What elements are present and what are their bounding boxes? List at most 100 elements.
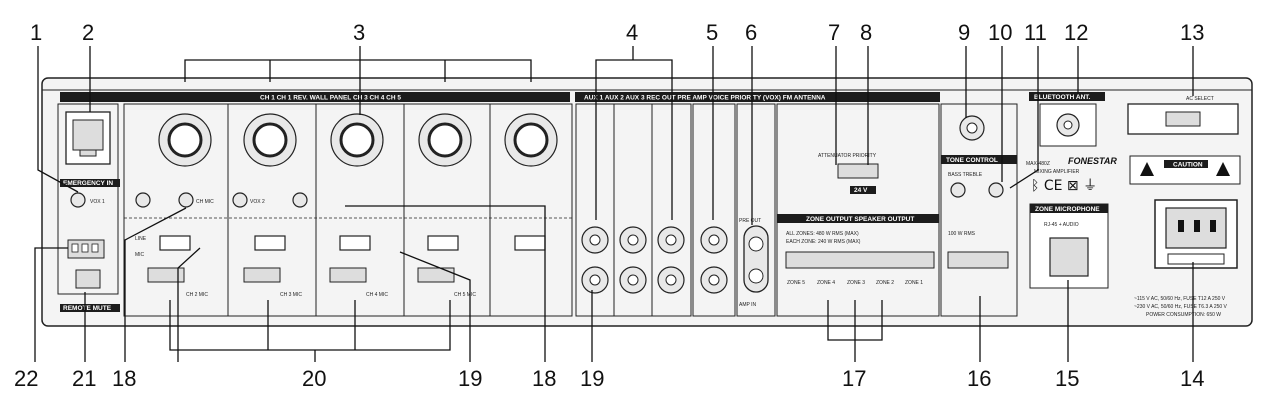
bass-knob (950, 182, 966, 198)
callout-19: 19 (458, 366, 482, 391)
channel-label-bar (60, 92, 570, 102)
callout-15: 15 (1055, 366, 1079, 391)
callout-2: 2 (82, 20, 94, 45)
zone-microphone-label: ZONE MICROPHONE (1035, 206, 1100, 213)
channel-label-text: CH 1 CH 1 REV. WALL PANEL CH 3 CH 4 CH 5 (260, 95, 401, 102)
callout-6: 6 (745, 20, 757, 45)
callout-13: 13 (1180, 20, 1204, 45)
bluetooth-ant-label: BLUETOOTH ANT. (1034, 94, 1091, 101)
bass-treble-label: BASS TREBLE (948, 172, 983, 178)
callout-18: 18 (112, 366, 136, 391)
callout-18: 18 (532, 366, 556, 391)
voltage-24v-box (850, 186, 876, 194)
mic-label: MIC (135, 252, 145, 258)
all-zones-label: ALL ZONES: 480 W RMS (MAX) (786, 231, 859, 237)
attenuator-priority-label: ATTENUATOR PRIORITY (818, 153, 877, 159)
ch4-mic-label: CH 4 MIC (366, 292, 388, 298)
ac-select-switch (1165, 111, 1201, 127)
zone-label: ZONE 5 (787, 280, 805, 286)
callout-20: 20 (302, 366, 326, 391)
channel-dip-switches (159, 235, 546, 251)
tone-control-bar (941, 155, 1017, 164)
callout-numbers: 1 2 3 4 5 6 7 8 9 10 11 12 13 14 15 16 1… (14, 20, 1204, 391)
callout-22: 22 (14, 366, 38, 391)
warning-icon (1216, 162, 1230, 176)
ac-select-label: AC SELECT (1186, 96, 1214, 102)
zone-label: ZONE 1 (905, 280, 923, 286)
bluetooth-icon: ᛒ CE ⊠ ⏚ (1031, 178, 1097, 194)
remote-mute-label: REMOTE MUTE (63, 305, 112, 312)
pre-out-amp-in-jacks (736, 103, 776, 317)
remote-mute-bar (60, 304, 120, 312)
remote-mute-terminal (75, 269, 101, 289)
ch3-mic-label: CH 3 MIC (280, 292, 302, 298)
aux-label-bar (575, 92, 940, 102)
ch-mic-label: CH MIC (196, 199, 214, 205)
callout-3: 3 (353, 20, 365, 45)
treble-knob (988, 182, 1004, 198)
power-line-2: ~230 V AC, 50/60 Hz, FUSE T6.3 A 250 V (1134, 304, 1228, 310)
pre-out-label: PRE OUT (739, 218, 761, 224)
rms-100v-label: 100 W RMS (948, 231, 976, 237)
power-line-3: POWER CONSUMPTION: 650 W (1146, 312, 1221, 318)
zone-mic-bar (1030, 204, 1108, 213)
attenuator-terminal (837, 163, 879, 179)
bluetooth-ant-pin (1063, 120, 1073, 130)
zone-output-label: ZONE OUTPUT SPEAKER OUTPUT (806, 216, 914, 223)
vox1-label: VOX 1 (90, 199, 105, 205)
rj45-tab (79, 149, 97, 157)
fuse-holder (1167, 253, 1225, 265)
power-socket-pins (1178, 220, 1216, 232)
callout-21: 21 (72, 366, 96, 391)
zone-output-bar (777, 214, 939, 223)
zone-section (776, 103, 940, 317)
rj45-port (72, 119, 104, 151)
warning-icon (1140, 162, 1154, 176)
channel-terminals (147, 267, 455, 283)
vox-knobs (178, 192, 308, 208)
ch1-vox-knob (135, 192, 151, 208)
callout-1: 1 (30, 20, 42, 45)
callout-8: 8 (860, 20, 872, 45)
line-label: LINE (135, 236, 147, 242)
callout-5: 5 (706, 20, 718, 45)
aux-label-text: AUX 1 AUX 2 AUX 3 REC OUT PRE AMP VOICE … (584, 95, 826, 102)
rj45-audio-label: RJ-45 + AUDIO (1044, 222, 1079, 228)
callout-16: 16 (967, 366, 991, 391)
vox1-knob (70, 192, 86, 208)
caution-label: CAUTION (1173, 162, 1203, 169)
callout-14: 14 (1180, 366, 1204, 391)
fm-antenna-pin (966, 122, 978, 134)
left-section (57, 103, 119, 295)
100v-terminal (947, 251, 1009, 269)
vox2-label: VOX 2 (250, 199, 265, 205)
zone-label: ZONE 4 (817, 280, 835, 286)
rec-out-jacks (692, 103, 736, 317)
bluetooth-ant-bar (1029, 92, 1105, 101)
callout-17: 17 (842, 366, 866, 391)
callout-7: 7 (828, 20, 840, 45)
tone-section (940, 103, 1018, 317)
amp-in-label: AMP IN (739, 302, 757, 308)
ch2-mic-label: CH 2 MIC (186, 292, 208, 298)
power-line-1: ~115 V AC, 50/60 Hz, FUSE T12 A 250 V (1134, 296, 1226, 302)
emergency-terminal-screws (71, 243, 99, 253)
callout-11: 11 (1024, 20, 1047, 45)
zone-mic-rj45-port (1049, 237, 1089, 277)
channel-xlr-jacks (123, 103, 573, 317)
tone-control-label: TONE CONTROL (946, 157, 998, 164)
callout-19: 19 (580, 366, 604, 391)
each-zone-label: EACH ZONE: 240 W RMS (MAX) (786, 239, 861, 245)
ch5-mic-label: CH 5 MIC (454, 292, 476, 298)
callout-10: 10 (988, 20, 1012, 45)
zone-labels: ZONE 5 ZONE 4 ZONE 3 ZONE 2 ZONE 1 (787, 280, 923, 286)
emergency-in-label: EMERGENCY IN (63, 180, 113, 187)
emergency-bar (60, 179, 120, 187)
zone-terminal-block (785, 251, 935, 269)
callout-9: 9 (958, 20, 970, 45)
brand-label: FONESTAR (1068, 156, 1117, 166)
callout-leaders (34, 46, 1194, 362)
callout-4: 4 (626, 20, 638, 45)
